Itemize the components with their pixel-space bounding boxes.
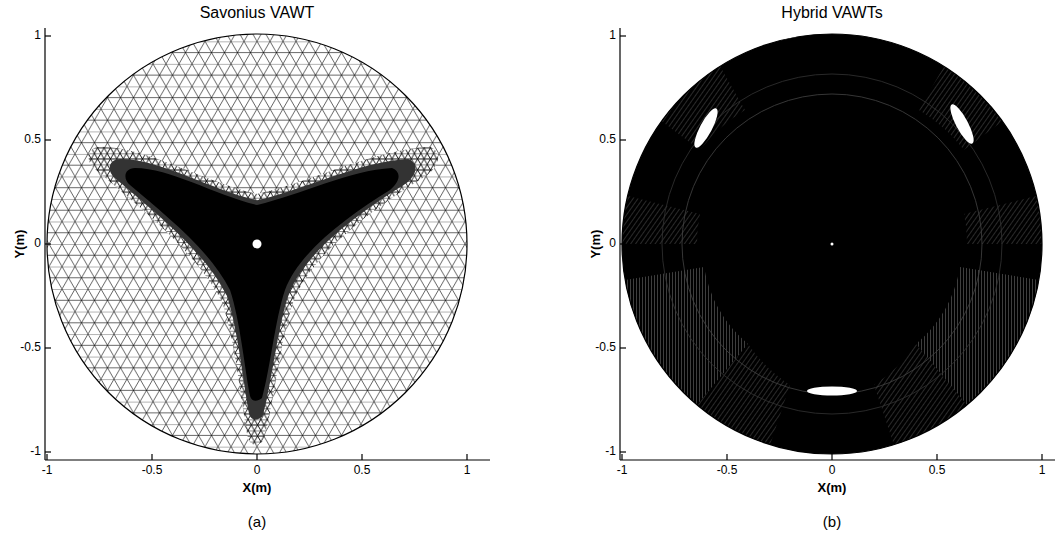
hybrid-mesh (622, 34, 1042, 454)
plot-title: Savonius VAWT (200, 4, 315, 22)
panel-caption: (b) (823, 514, 841, 531)
tick-label: -0.5 (595, 341, 616, 354)
tick-label: -0.5 (142, 464, 163, 477)
tick-label: -1 (617, 464, 628, 477)
tick-label: 0 (829, 464, 836, 477)
axes (45, 28, 1055, 460)
tick-label: -1 (605, 445, 616, 458)
tick-label: 1 (464, 464, 471, 477)
tick-label: -1 (30, 445, 41, 458)
axis-label: X(m) (243, 481, 272, 495)
tick-label: -0.5 (20, 341, 41, 354)
tick-label: -1 (42, 464, 53, 477)
tick-label: 0 (254, 464, 261, 477)
tick-label: 1 (34, 29, 41, 42)
tick-label: 0.5 (24, 133, 41, 146)
axis-label: Y(m) (589, 230, 603, 259)
tick-label: 1 (1039, 464, 1046, 477)
tick-label: 0.5 (354, 464, 371, 477)
savonius-mesh (40, 30, 480, 460)
tick-label: 0 (34, 237, 41, 250)
tick-label: 1 (609, 29, 616, 42)
plot-title: Hybrid VAWTs (781, 4, 882, 22)
tick-label: -0.5 (717, 464, 738, 477)
tick-label: 0.5 (599, 133, 616, 146)
panel-caption: (a) (248, 514, 266, 531)
tick-label: 0 (609, 237, 616, 250)
tick-label: 0.5 (929, 464, 946, 477)
axis-label: X(m) (818, 481, 847, 495)
axis-label: Y(m) (13, 230, 27, 259)
